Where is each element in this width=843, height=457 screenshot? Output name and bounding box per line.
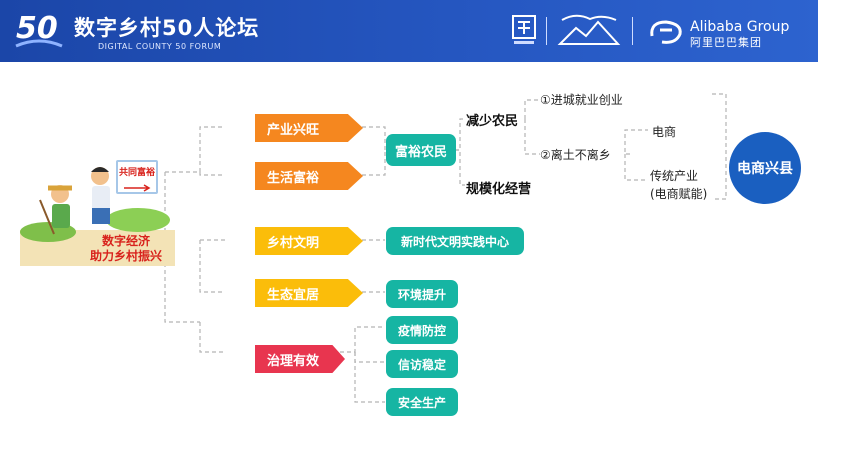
diagram-area: 共同富裕 数字经济 助力乡村振兴 产业兴旺 生活富裕 乡村文明 生态宜居 治理有… <box>0 62 843 457</box>
option-city-employment: ①进城就业创业 <box>540 93 623 107</box>
forum-subtitle: DIGITAL COUNTY 50 FORUM <box>98 42 222 51</box>
reduce-farmers-label: 减少农民 <box>466 114 519 129</box>
alibaba-cn-text: 阿里巴巴集团 <box>690 36 762 49</box>
partner-mountain-logo <box>557 14 621 45</box>
logo-number: 50 <box>16 11 58 46</box>
farmers-illustration <box>20 167 175 266</box>
traditional-industry-note: (电商赋能) <box>650 187 708 201</box>
epidemic-control-box: 疫情防控 <box>386 316 458 344</box>
goal-industry-prosperity: 产业兴旺 <box>255 114 363 142</box>
alibaba-logo-icon <box>650 20 682 44</box>
ecommerce-county-circle: 电商兴县 <box>729 132 801 204</box>
header-divider <box>632 17 633 45</box>
forum-50-logo: 50 <box>15 11 63 48</box>
traditional-industry-label: 传统产业 <box>650 169 699 183</box>
arrow-right-icon <box>124 184 151 192</box>
petition-stability-box: 信访稳定 <box>386 350 458 378</box>
banner-line-2: 助力乡村振兴 <box>89 249 162 263</box>
alibaba-group-text: Alibaba Group <box>690 19 790 35</box>
scale-operation-label: 规模化经营 <box>466 182 532 197</box>
ecommerce-label: 电商 <box>652 125 677 139</box>
goal-affluent-life: 生活富裕 <box>255 162 363 190</box>
environment-box: 环境提升 <box>386 280 458 308</box>
goal-rural-civilization: 乡村文明 <box>255 227 363 255</box>
header-divider <box>546 17 547 45</box>
civilization-center-box: 新时代文明实践中心 <box>386 227 524 255</box>
partner-seal-logo <box>512 15 536 44</box>
sign-board: 共同富裕 <box>116 160 158 194</box>
sign-text: 共同富裕 <box>118 168 155 178</box>
production-safety-box: 安全生产 <box>386 388 458 416</box>
banner-text: 数字经济 助力乡村振兴 <box>76 234 176 264</box>
prosperous-farmers-box: 富裕农民 <box>386 134 456 166</box>
header-bar: 50 数字乡村50人论坛 DIGITAL COUNTY 50 FORUM Ali… <box>0 0 818 62</box>
option-stay-local: ②离土不离乡 <box>540 148 611 162</box>
goal-ecological-living: 生态宜居 <box>255 279 363 307</box>
forum-title: 数字乡村50人论坛 <box>74 16 260 40</box>
banner-line-1: 数字经济 <box>101 234 150 248</box>
goal-effective-governance: 治理有效 <box>255 345 345 373</box>
